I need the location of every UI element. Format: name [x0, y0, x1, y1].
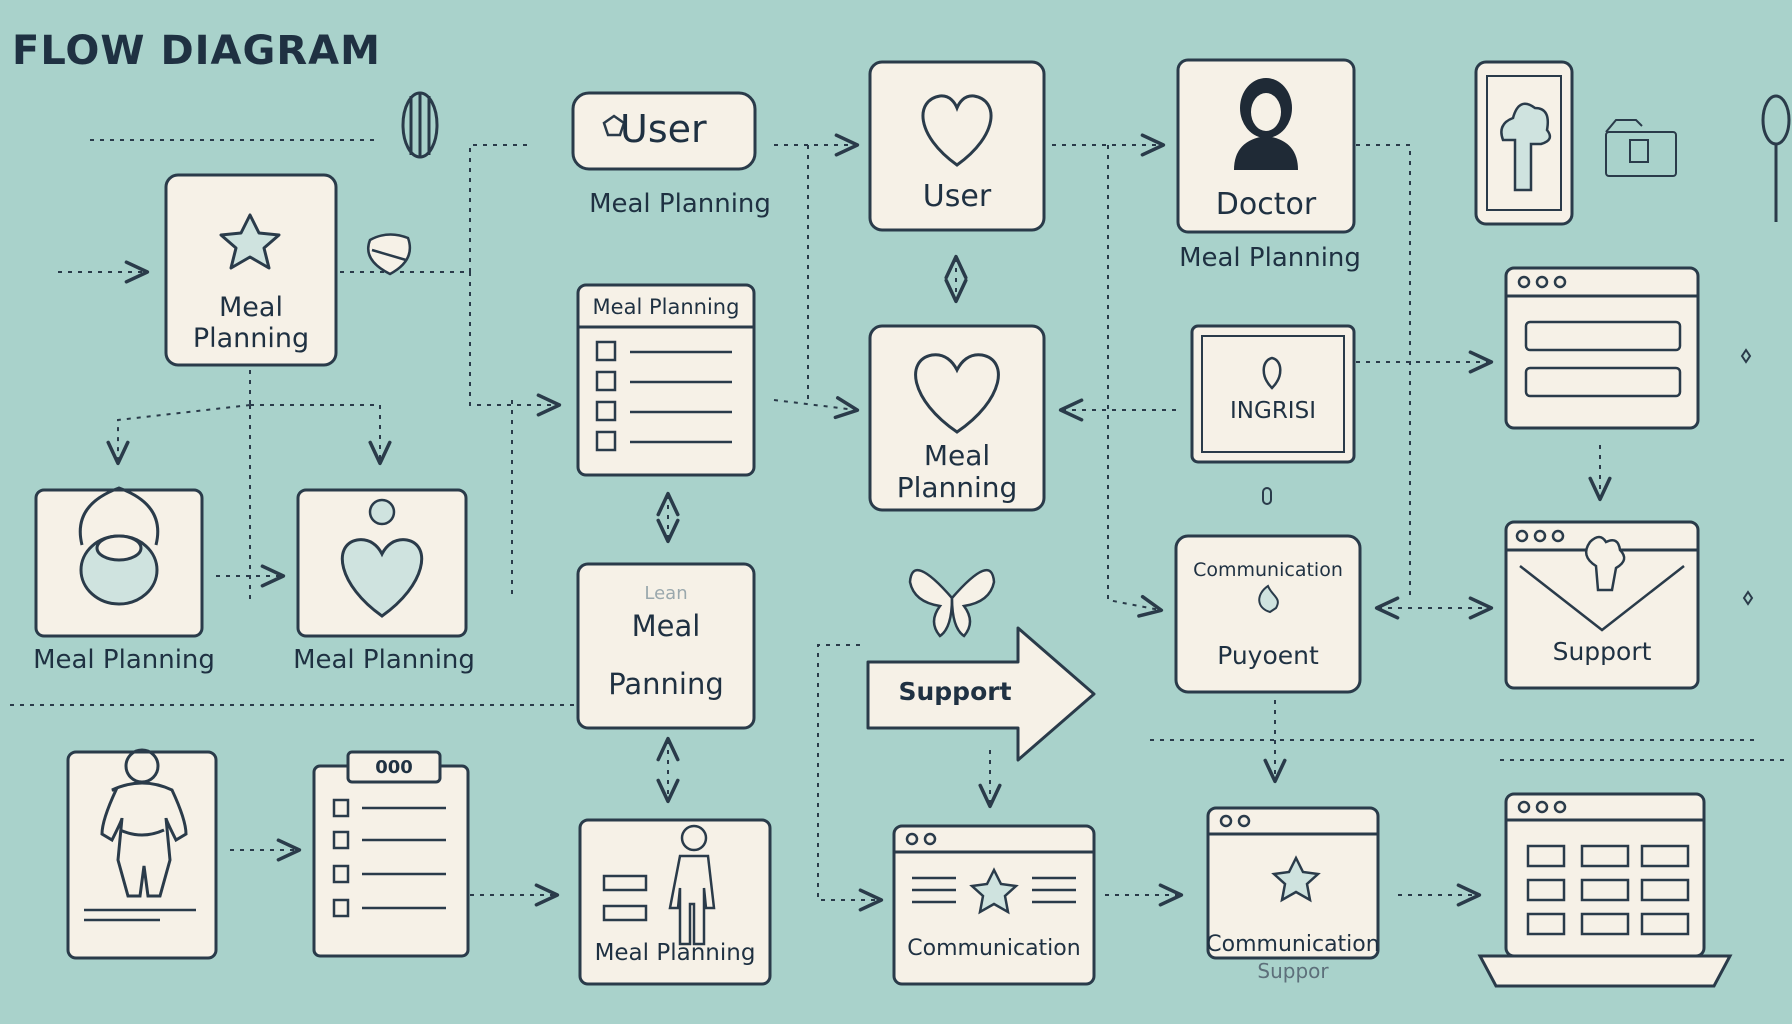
connectors: [10, 133, 1790, 912]
label-meal-planning-person: Meal Planning: [594, 940, 756, 966]
label-meal-planning-caption-top: Meal Planning: [589, 189, 771, 219]
label-meal-planning-heart2: Meal Planning: [293, 645, 475, 675]
node-browser-form[interactable]: [1504, 266, 1700, 430]
node-meal-planning-bag[interactable]: [34, 486, 204, 638]
doctor-avatar-icon: [1234, 78, 1298, 170]
node-user-pill[interactable]: [571, 91, 757, 171]
label-doctor: Doctor: [1215, 187, 1317, 222]
node-meal-planning-heart2[interactable]: [296, 488, 468, 638]
node-meal-planning-person[interactable]: [578, 818, 772, 986]
node-support-mail[interactable]: [1504, 520, 1700, 690]
node-body-figure[interactable]: [66, 748, 218, 960]
label-communication-payment-1: Communication: [1193, 559, 1343, 581]
label-meal-planning-doctor: Meal Planning: [1179, 243, 1361, 273]
pentagon-icon: [602, 114, 626, 137]
label-communication-support-1: Communication: [1206, 932, 1380, 957]
node-user-heart[interactable]: [868, 60, 1046, 232]
spoon-icon: [1761, 94, 1791, 222]
label-communication-support-2: Suppor: [1257, 959, 1329, 983]
label-lean: Lean: [644, 583, 688, 604]
label-list-dots: 000: [375, 757, 413, 778]
heart-icon: [914, 353, 1000, 434]
heart-icon: [340, 538, 424, 618]
support-arrow[interactable]: [866, 626, 1096, 762]
butterfly-icon: [908, 569, 996, 638]
person-icon: [668, 824, 716, 946]
label-meal-planning-list: Meal Planning: [592, 295, 740, 319]
star-icon: [969, 867, 1019, 915]
node-meal-planning-top[interactable]: [164, 173, 338, 367]
node-communication-window[interactable]: [892, 824, 1096, 986]
drop-icon: [1258, 584, 1279, 614]
diagram-title: FLOW DIAGRAM: [12, 28, 381, 74]
node-communication-support[interactable]: [1206, 806, 1380, 960]
label-user-pill: User: [620, 107, 707, 151]
body-icon: [100, 748, 188, 898]
node-meal-planning-heart[interactable]: [868, 324, 1046, 512]
node-communication-payment[interactable]: [1174, 534, 1362, 694]
pin-icon: [1262, 356, 1282, 390]
label-ingrisi: INGRISI: [1230, 398, 1316, 424]
label-meal-planning-heart: Meal Planning: [896, 439, 1018, 505]
bag-icon: [78, 486, 160, 606]
node-meal-middle[interactable]: [576, 562, 756, 730]
label-user-heart: User: [922, 179, 992, 214]
balloon-icon: [401, 91, 439, 159]
label-meal-planning-top: Meal Planning: [192, 292, 310, 355]
node-ingrisi[interactable]: [1190, 324, 1356, 505]
folder-icon: [1605, 119, 1677, 177]
label-meal-planning-bag: Meal Planning: [33, 645, 215, 675]
node-laptop[interactable]: [1477, 792, 1733, 988]
envelope-icon: [1519, 565, 1685, 632]
sparkle-icons: [1740, 348, 1754, 606]
node-list-document[interactable]: [312, 750, 470, 958]
label-meal-middle: Meal: [631, 609, 701, 643]
laptop-icon: [1477, 954, 1733, 988]
label-planning-middle: Panning: [608, 667, 724, 701]
star-icon: [1271, 855, 1321, 903]
label-support-arrow: Support: [898, 677, 1012, 706]
tree-icon: [1500, 102, 1552, 192]
flower-icon: [219, 213, 281, 270]
heart-icon: [921, 94, 993, 167]
leaf-icon: [367, 233, 412, 276]
label-communication-payment-2: Puyoent: [1217, 641, 1319, 670]
list-icon: [595, 340, 732, 452]
node-doctor[interactable]: [1176, 58, 1356, 234]
label-communication-window: Communication: [907, 936, 1081, 961]
node-phone[interactable]: [1474, 60, 1574, 226]
node-meal-planning-list[interactable]: [576, 283, 756, 477]
label-support-mail: Support: [1552, 637, 1652, 666]
